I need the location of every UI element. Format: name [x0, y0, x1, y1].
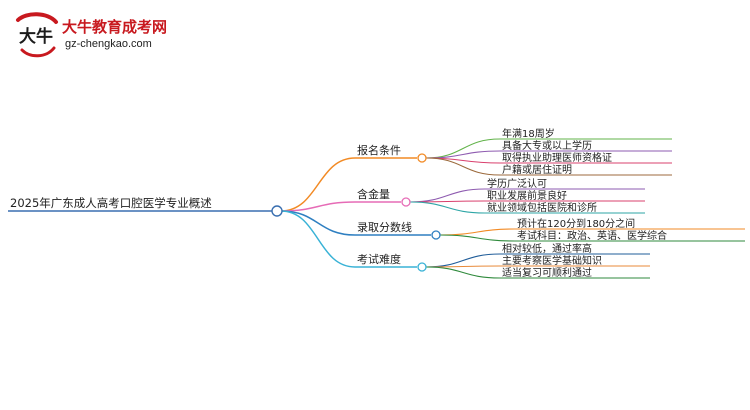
branch-toggle-circle	[431, 230, 441, 240]
leaf-label: 预计在120分到180分之间	[517, 217, 635, 230]
branch-label: 含金量	[357, 187, 390, 201]
leaf-label: 相对较低，通过率高	[502, 242, 592, 255]
leaf-connector	[409, 201, 486, 214]
brand-title: 大牛教育成考网	[62, 18, 168, 36]
leaf-connector	[425, 138, 501, 159]
branch-connector	[280, 210, 356, 268]
leaf-label: 具备大专或以上学历	[502, 139, 592, 152]
leaf-connector	[425, 253, 501, 268]
site-logo[interactable]: 大牛 大牛教育成考网 gz-chengkao.com	[12, 10, 182, 60]
leaf-label: 户籍或居住证明	[502, 163, 572, 176]
leaf-label: 年满18周岁	[502, 127, 555, 140]
branch-toggle-circle	[417, 153, 427, 163]
branch-connector	[280, 157, 356, 212]
leaf-connector	[425, 157, 501, 176]
leaf-connector	[439, 234, 516, 242]
branch-toggle-circle	[401, 197, 411, 207]
branch-toggle-circle	[417, 262, 427, 272]
root-topic: 2025年广东成人高考口腔医学专业概述	[10, 196, 212, 210]
leaf-connector	[425, 266, 501, 279]
leaf-label: 就业领域包括医院和诊所	[487, 201, 597, 214]
branch-label: 录取分数线	[357, 220, 412, 234]
leaf-label: 主要考察医学基础知识	[502, 254, 602, 267]
branch-label: 报名条件	[357, 143, 401, 157]
brand-url: gz-chengkao.com	[65, 38, 152, 50]
leaf-connector	[409, 188, 486, 203]
leaf-label: 职业发展前景良好	[487, 189, 567, 202]
branch-connector	[280, 201, 356, 212]
logo-mark-text: 大牛	[19, 26, 53, 47]
branch-label: 考试难度	[357, 252, 401, 266]
leaf-label: 考试科目：政治、英语、医学综合	[517, 229, 667, 242]
leaf-label: 取得执业助理医师资格证	[502, 151, 612, 164]
branch-connector	[280, 210, 356, 236]
leaf-label: 适当复习可顺利通过	[502, 266, 592, 279]
leaf-connector	[439, 228, 516, 236]
leaf-label: 学历广泛认可	[487, 177, 547, 190]
root-toggle-circle	[271, 205, 283, 217]
bull-emblem-icon: 大牛	[16, 12, 58, 58]
